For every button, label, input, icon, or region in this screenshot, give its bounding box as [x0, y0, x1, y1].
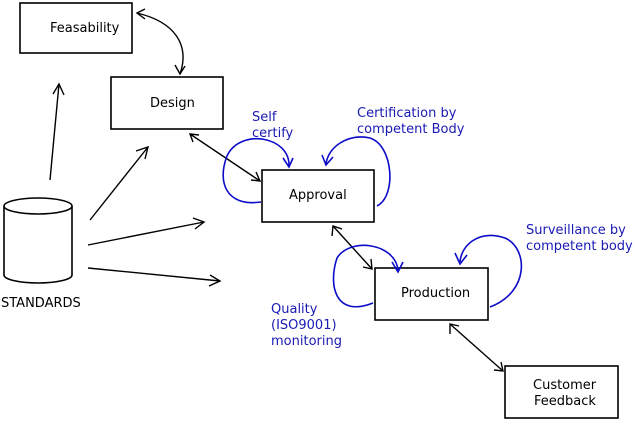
design-label: Design [150, 96, 195, 111]
standards-database-icon [3, 197, 73, 284]
standards-to-design-arrow [89, 145, 149, 221]
certification-note-line2: competent Body [357, 122, 465, 137]
quality-note-line3: monitoring [271, 334, 342, 349]
certification-loop-arrow [321, 136, 391, 207]
customer-feedback-label-line2: Feedback [534, 394, 596, 409]
standards-to-production-arrow [87, 267, 222, 287]
production-node: Production [374, 267, 489, 321]
production-label: Production [401, 286, 470, 301]
production-feedback-arrow [449, 323, 504, 372]
surveillance-note-line1: Surveillance by [526, 223, 626, 238]
approval-label: Approval [289, 188, 347, 203]
feasability-design-arrow [135, 8, 186, 76]
quality-note-line2: (ISO9001) [271, 318, 337, 333]
standards-to-feasability-arrow [49, 82, 65, 181]
design-approval-arrow [188, 133, 262, 182]
approval-node: Approval [261, 169, 375, 223]
self-certify-note-line2: certify [252, 126, 294, 141]
standards-to-approval-arrow [87, 217, 206, 246]
feasability-label: Feasability [50, 21, 120, 36]
design-node: Design [110, 76, 224, 130]
certification-note-line1: Certification by [357, 106, 457, 121]
surveillance-note-line2: competent body [526, 239, 633, 254]
standards-label: STANDARDS [1, 296, 81, 311]
customer-feedback-label-line1: Customer [533, 378, 597, 393]
quality-loop-arrow [332, 244, 404, 308]
feasability-node: Feasability [19, 2, 133, 54]
surveillance-loop-arrow [454, 234, 523, 308]
self-certify-note-line1: Self [252, 110, 277, 125]
customer-feedback-node: Customer Feedback [504, 365, 619, 419]
quality-note-line1: Quality [271, 302, 318, 317]
self-certify-loop-arrow [222, 138, 294, 204]
